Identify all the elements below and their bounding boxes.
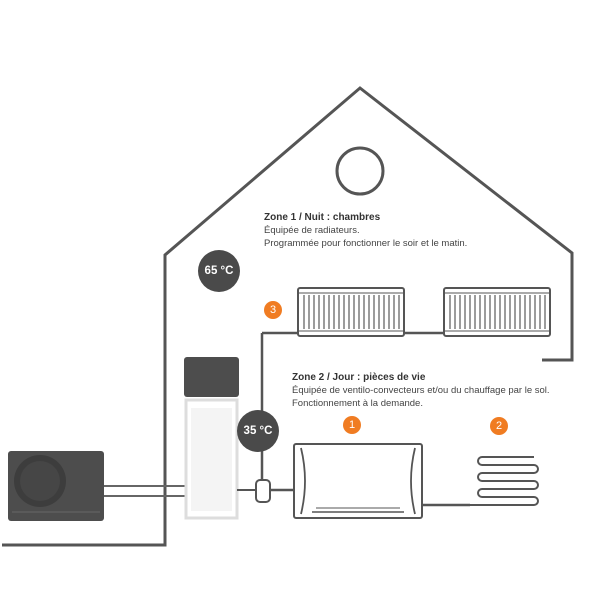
marker-3: 3 — [264, 301, 282, 319]
radiator-icon — [297, 287, 405, 337]
zone2-title: Zone 2 / Jour : pièces de vie — [292, 372, 426, 383]
zone1-line1: Équipée de radiateurs. — [264, 225, 360, 236]
zone2-description: Zone 2 / Jour : pièces de vie Équipée de… — [292, 371, 592, 410]
underfloor-heating-icon — [470, 456, 539, 506]
zone2-line1: Équipée de ventilo-convecteurs et/ou du … — [292, 385, 550, 396]
temp-badge-low: 35 °C — [237, 410, 279, 452]
hot-water-cylinder-icon — [184, 357, 239, 520]
zone1-description: Zone 1 / Nuit : chambres Équipée de radi… — [264, 211, 564, 250]
fan-coil-unit-icon — [293, 443, 423, 519]
zone2-line2: Fonctionnement à la demande. — [292, 398, 423, 409]
marker-2: 2 — [490, 417, 508, 435]
marker-1: 1 — [343, 416, 361, 434]
temp-badge-high: 65 °C — [198, 250, 240, 292]
attic-window-icon — [335, 146, 385, 196]
house-outline — [2, 86, 574, 547]
heat-pump-unit-icon — [8, 451, 104, 521]
radiator-icon — [443, 287, 551, 337]
zone1-line2: Programmée pour fonctionner le soir et l… — [264, 238, 468, 249]
zone1-title: Zone 1 / Nuit : chambres — [264, 212, 381, 223]
mixing-valve-icon — [255, 479, 271, 503]
